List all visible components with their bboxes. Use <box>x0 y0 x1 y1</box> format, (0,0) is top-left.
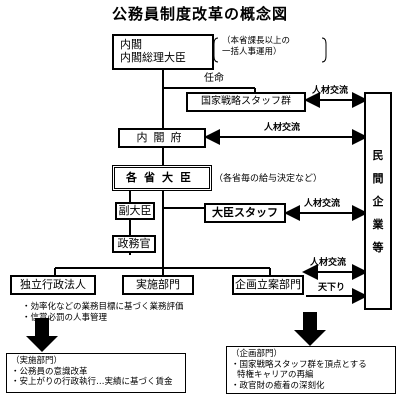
cabinet-office-box: 内閣府 <box>118 128 206 148</box>
exchange-label-2: 人材交流 <box>264 123 301 133</box>
diagram-title: 公務員制度改革の概念図 <box>111 5 288 23</box>
minister-staff-box: 大臣スタッフ <box>204 203 286 223</box>
exchange-label-1: 人材交流 <box>312 86 349 96</box>
exchange-label-3: 人材交流 <box>304 199 341 209</box>
note-bracket-left <box>213 37 219 63</box>
big-arrow-left <box>26 318 58 352</box>
independent-agency-box: 独立行政法人 <box>10 275 96 295</box>
ministers-box: 各省大臣 <box>112 165 212 191</box>
note-bracket-right <box>321 37 327 63</box>
appointment-label: 任命 <box>204 73 224 84</box>
appointment-note: （本省課長以上の 一括人事運用） <box>222 36 291 57</box>
prime-minister-label: 内閣総理大臣 <box>120 51 186 64</box>
vice-minister-box: 副大臣 <box>115 202 155 220</box>
strategy-staff-box: 国家戦略スタッフ群 <box>186 92 306 112</box>
planning-division-box: 企画立案部門 <box>232 275 304 295</box>
amakudari-label: 天下り <box>318 283 346 293</box>
cabinet-box: 内閣 内閣総理大臣 <box>112 34 214 70</box>
implementation-result-box: （実施部門） ・公務員の意識改革 ・安上がりの行政執行…実績に基づく賃金 <box>6 353 186 393</box>
private-companies-box: 民 間 企 業 等 <box>364 92 392 310</box>
implementation-division-box: 実施部門 <box>122 275 194 295</box>
political-officer-box: 政務官 <box>112 235 156 253</box>
ministers-note: （各省毎の給与決定など） <box>214 174 323 184</box>
cabinet-label: 内閣 <box>120 38 142 52</box>
exchange-label-4: 人材交流 <box>310 258 347 268</box>
planning-result-box: （企画部門） ・国家戦略スタッフ群を頂点とする 特権キャリアの再編 ・政官財の癒… <box>226 346 396 394</box>
evaluation-notes: ・効率化などの業務目標に基づく業務評価 ・信賞必罰の人事管理 <box>22 302 184 323</box>
big-arrow-right <box>294 312 326 346</box>
